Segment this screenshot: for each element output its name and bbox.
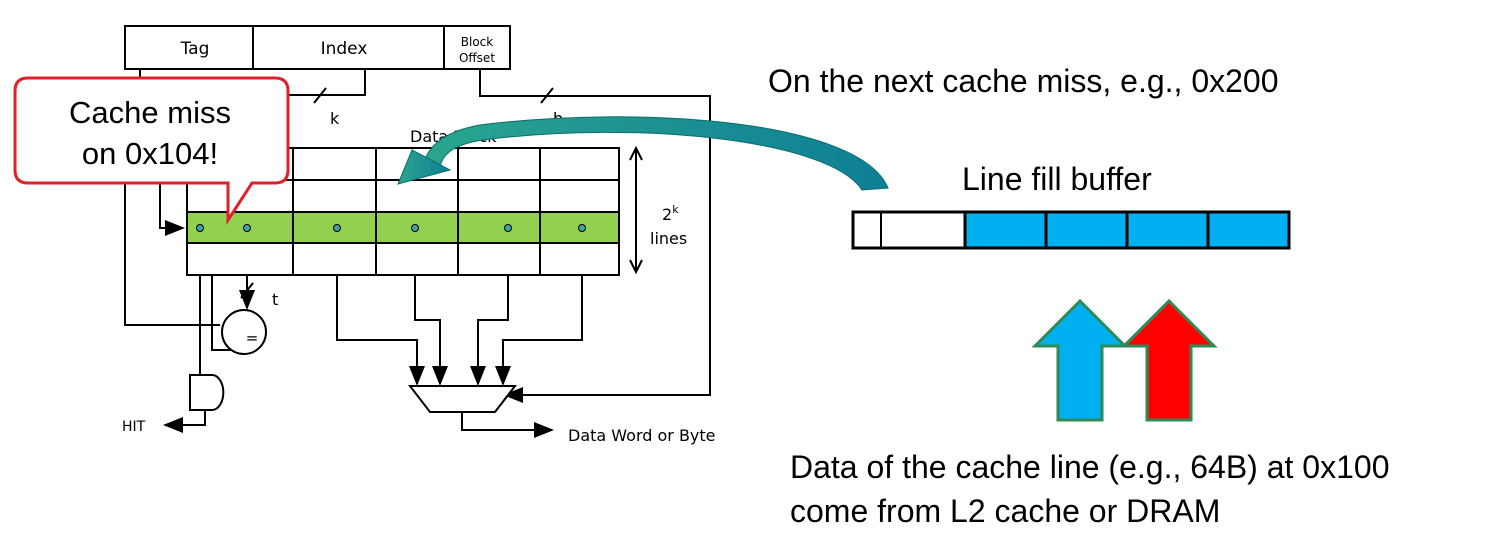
address-register: Tag Index Block Offset — [124, 25, 511, 70]
offset-field-label-2: Offset — [459, 51, 495, 65]
callout-line-2: on 0x104! — [82, 136, 218, 171]
data-source-line-2: come from L2 cache or DRAM — [790, 493, 1220, 529]
tag-comparator: = — [221, 309, 267, 355]
data-source-line-1: Data of the cache line (e.g., 64B) at 0x… — [790, 449, 1389, 485]
curved-arrow — [397, 116, 889, 191]
offset-field-label-1: Block — [461, 35, 494, 49]
lines-text-label: lines — [650, 229, 687, 248]
red-up-arrow — [1120, 298, 1218, 422]
bus-label-k: k — [330, 109, 340, 128]
lines-count-label: 2k — [662, 203, 679, 224]
miss-callout: Cache miss on 0x104! — [13, 76, 290, 226]
bus-ticks — [240, 87, 554, 299]
output-label: Data Word or Byte — [568, 426, 716, 445]
tag-field-label: Tag — [180, 39, 210, 59]
line-fill-buffer-label: Line fill buffer — [962, 161, 1152, 197]
highlighted-cache-line — [186, 211, 620, 244]
next-miss-text: On the next cache miss, e.g., 0x200 — [768, 63, 1279, 99]
index-field-label: Index — [321, 39, 368, 59]
line-fill-buffer — [851, 210, 1291, 250]
hit-label: HIT — [122, 419, 146, 435]
data-mux — [407, 385, 518, 413]
svg-text:=: = — [246, 329, 259, 347]
and-gate — [189, 374, 225, 411]
blue-up-arrow — [1031, 298, 1129, 422]
lines-dimension — [629, 145, 643, 275]
bus-label-t: t — [272, 290, 278, 309]
callout-line-1: Cache miss — [69, 95, 231, 130]
